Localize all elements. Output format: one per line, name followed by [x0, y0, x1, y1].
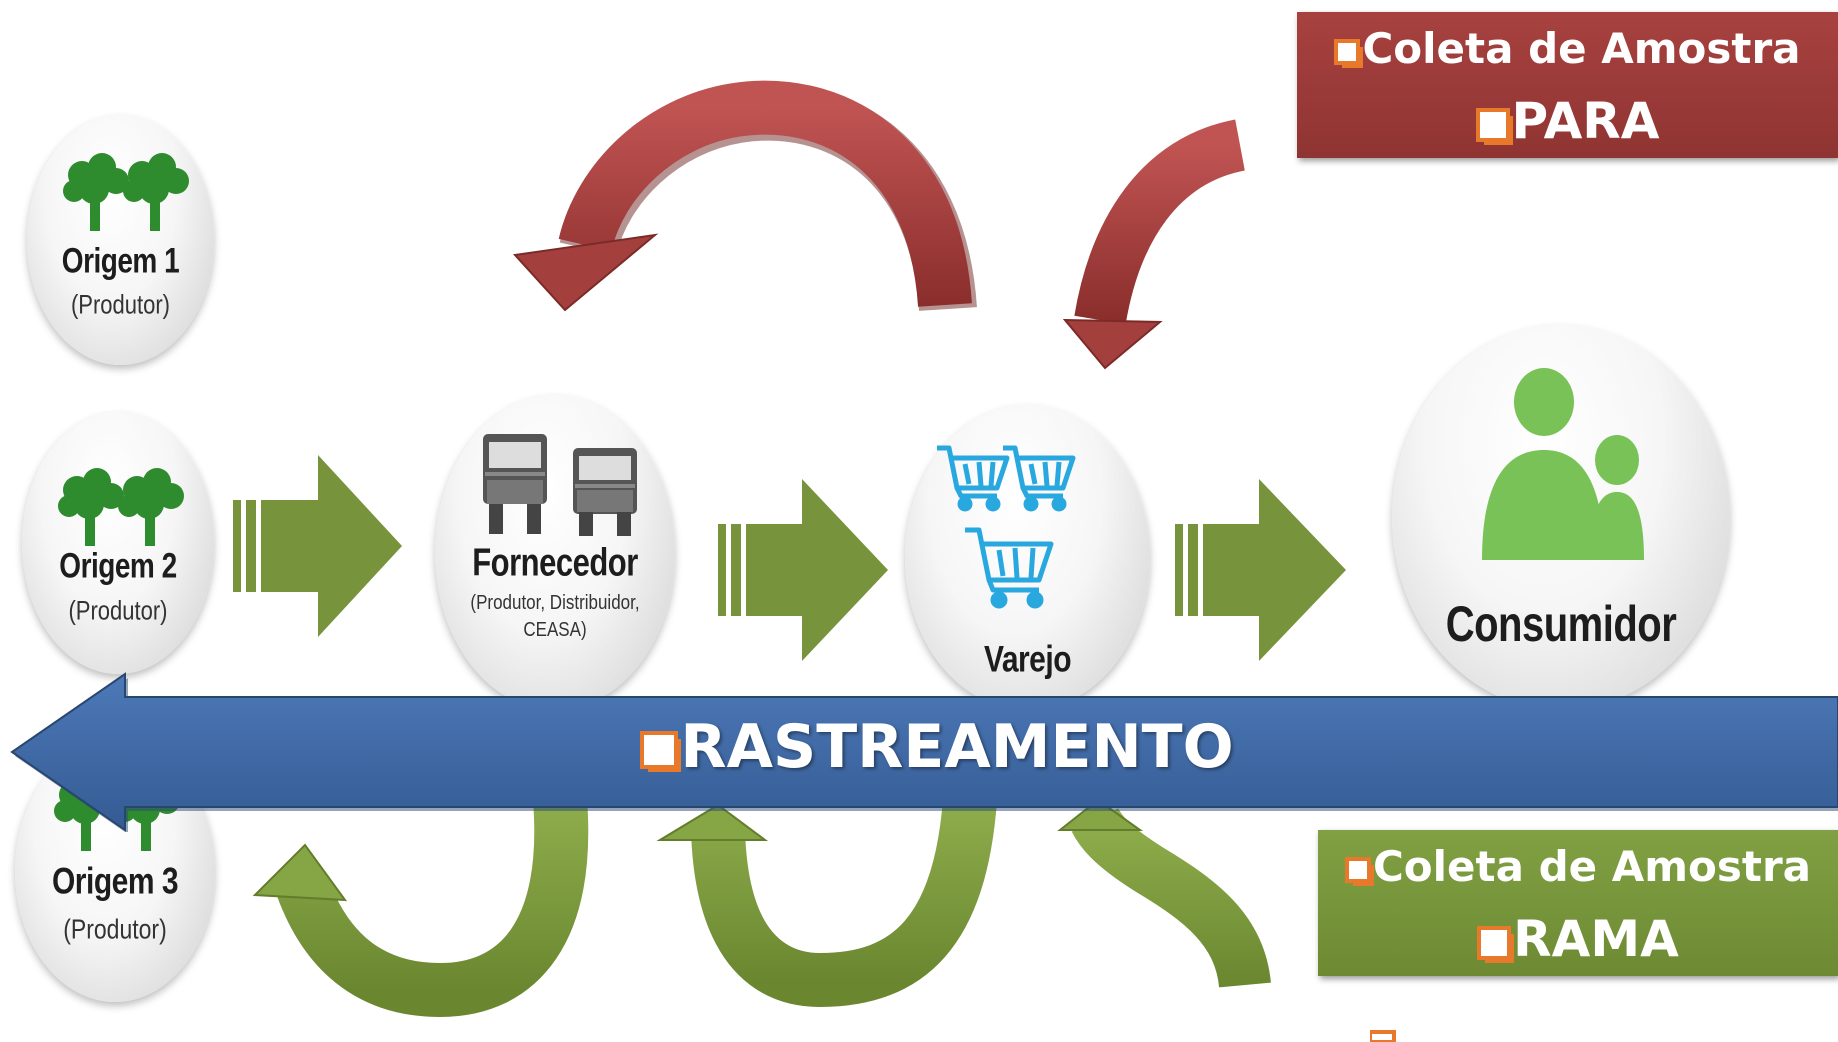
node-title: Origem 1	[61, 241, 180, 280]
green-arrow-fornecedor-to-varejo	[718, 479, 888, 661]
green-arrow-origem-to-fornecedor	[233, 455, 402, 637]
node-title: Origem 3	[51, 860, 179, 902]
shopping-cart-icon	[937, 445, 1076, 609]
node-title: Consumidor	[1445, 597, 1677, 653]
cropped-leaf-icon	[1370, 1030, 1396, 1042]
rama-box-line2: RAMA	[1318, 910, 1838, 968]
green-curved-arrow-1	[252, 797, 589, 1018]
truck-icon	[483, 434, 637, 536]
node-title: Fornecedor	[472, 540, 638, 585]
para-box-line2: PARA	[1297, 92, 1838, 150]
node-origem-2: Origem 2 (Produtor)	[22, 412, 214, 674]
para-box-line1: Coleta de Amostra	[1297, 24, 1838, 73]
green-arrow-varejo-to-consumidor	[1175, 479, 1346, 661]
people-icon	[1482, 368, 1644, 560]
node-subtitle: (Produtor, Distribuidor,	[470, 591, 640, 614]
node-origem-1: Origem 1 (Produtor)	[27, 115, 214, 365]
bullet-icon	[1334, 38, 1364, 68]
tracking-label: RASTREAMENTO	[680, 712, 1234, 782]
tree-icon	[63, 153, 189, 231]
node-subtitle: (Produtor)	[63, 913, 167, 945]
bullet-icon	[1475, 107, 1513, 145]
node-subtitle: (Produtor)	[70, 289, 171, 320]
bullet-icon	[1344, 856, 1374, 886]
node-title: Varejo	[983, 638, 1072, 680]
tree-icon	[58, 468, 184, 546]
node-subtitle: CEASA)	[523, 618, 587, 641]
red-curved-arrow-down	[1062, 119, 1246, 370]
node-fornecedor: Fornecedor (Produtor, Distribuidor, CEAS…	[435, 395, 675, 710]
bullet-icon	[1477, 925, 1515, 963]
para-box: Coleta de Amostra PARA	[1297, 12, 1838, 158]
green-curved-arrow-3	[1057, 798, 1271, 989]
bullet-icon	[640, 731, 682, 773]
tracking-label-row: RASTREAMENTO	[0, 712, 1838, 782]
tracking-arrow	[10, 672, 1838, 832]
red-curved-arrow-left	[512, 80, 977, 312]
node-varejo: Varejo	[905, 405, 1150, 710]
rama-box-line1: Coleta de Amostra	[1318, 842, 1838, 891]
rama-box: Coleta de Amostra RAMA	[1318, 830, 1838, 976]
node-consumidor: Consumidor	[1392, 325, 1730, 710]
node-subtitle: (Produtor)	[68, 595, 168, 626]
node-title: Origem 2	[59, 546, 177, 585]
green-curved-arrow-2	[656, 797, 997, 1008]
